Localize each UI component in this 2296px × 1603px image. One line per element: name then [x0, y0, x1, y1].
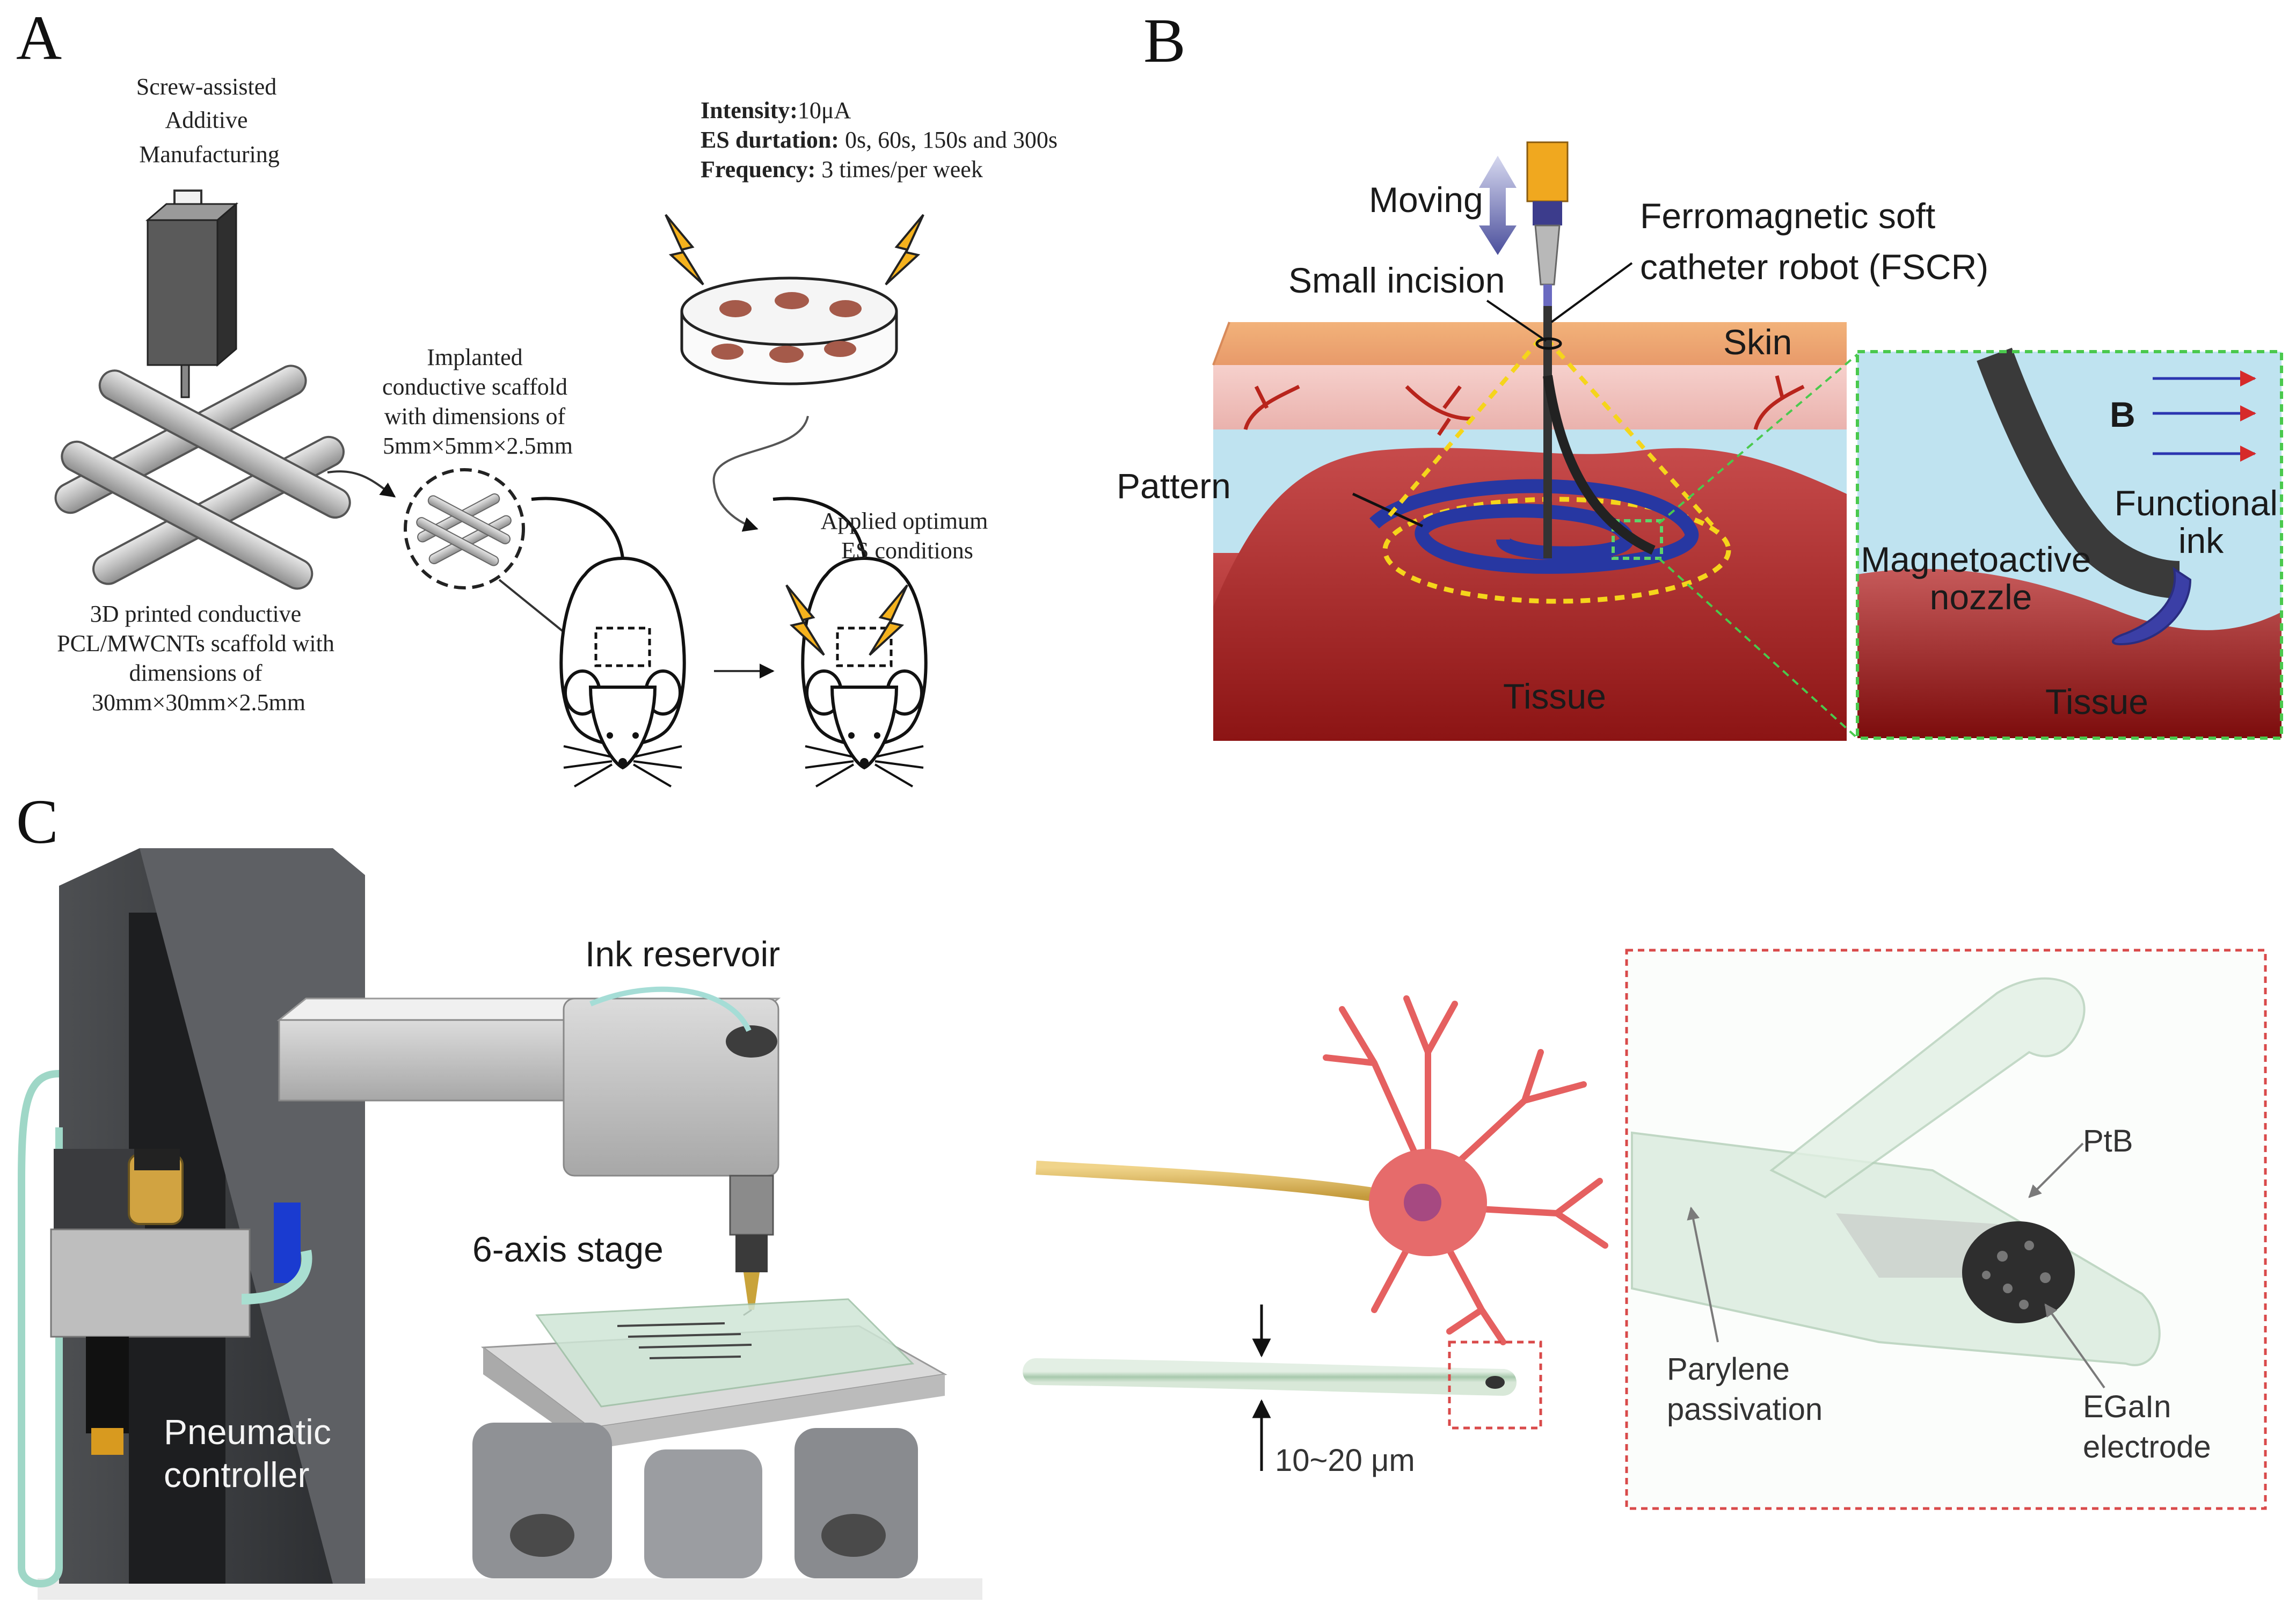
tissue-block: Skin Tissue — [1212, 322, 1847, 741]
mouse-implanted — [531, 498, 684, 786]
functional-ink-label: Functional ink — [2115, 483, 2288, 560]
ptb-texture — [1982, 1241, 2051, 1309]
petri-dish — [665, 214, 924, 385]
bolt-icon — [665, 214, 704, 286]
arrow-dish-to-mouse — [712, 416, 809, 532]
nozzle-inset: B Functional ink Magnetoactive nozzle Ti… — [1856, 347, 2288, 740]
implanted-scaffold-label: Implanted conductive scaffold with dimen… — [382, 344, 573, 459]
printer-rig — [18, 848, 982, 1600]
bolt-icon — [885, 214, 924, 286]
applied-es-label: Applied optimum ES conditions — [821, 508, 994, 564]
pattern-leader — [1352, 492, 1424, 528]
egain-pointer — [2044, 1303, 2105, 1389]
panel-a-letter: A — [16, 3, 62, 73]
arrow-to-implant — [327, 470, 396, 498]
neuron-fiber — [1023, 995, 1608, 1471]
view-cone — [1383, 337, 1719, 533]
panel-c-letter: C — [16, 786, 59, 857]
parylene-pointer — [1687, 1206, 1719, 1343]
fscr-label: Ferromagnetic soft catheter robot (FSCR) — [1640, 196, 1988, 287]
moving-label: Moving — [1369, 180, 1483, 220]
cells — [711, 292, 862, 363]
panel-c: C — [16, 786, 2267, 1600]
svg-text:ES durtation: 0s, 60s, 150s an: ES durtation: 0s, 60s, 150s and 300s — [701, 127, 1058, 153]
ptb-pointer — [2028, 1142, 2084, 1198]
small-incision-label: Small incision — [1288, 260, 1505, 300]
pneumatic-controller-label: Pneumatic controller — [164, 1412, 341, 1495]
egain-label: EGaIn electrode — [2083, 1389, 2211, 1464]
implanted-scaffold-circle — [404, 468, 525, 589]
es-parameters: Intensity:10μA ES durtation: 0s, 60s, 15… — [701, 97, 1058, 183]
incision-leader — [1486, 300, 1547, 342]
svg-text:Frequency: 3 times/per week: Frequency: 3 times/per week — [701, 156, 983, 183]
six-axis-stage-label: 6-axis stage — [472, 1229, 664, 1269]
thickness-label: 10~20 μm — [1275, 1443, 1415, 1478]
screw-title: Screw-assisted Additive Manufacturing — [136, 74, 283, 167]
moving-arrow — [1479, 156, 1517, 255]
ptb-label: PtB — [2083, 1124, 2133, 1158]
magnetic-field-label: B — [2110, 395, 2135, 434]
extruder-head — [145, 190, 239, 398]
fscr-leader — [1550, 262, 1633, 323]
tissue-label-right: Tissue — [2045, 682, 2148, 722]
magnetic-field-arrows — [2153, 370, 2256, 462]
pattern-label: Pattern — [1117, 466, 1231, 506]
printed-scaffold-label: 3D printed conductive PCL/MWCNTs scaffol… — [57, 601, 340, 716]
skin-label: Skin — [1723, 322, 1792, 362]
svg-text:Intensity:10μA: Intensity:10μA — [701, 97, 851, 123]
parylene-label: Parylene passivation — [1667, 1352, 1823, 1427]
ink-reservoir-label: Ink reservoir — [585, 934, 780, 974]
panel-a: A Screw-assisted Additive Manufacturing — [16, 3, 1058, 786]
magnetoactive-nozzle-label: Magnetoactive nozzle — [1861, 540, 2101, 617]
blood-vessels — [1243, 375, 1805, 436]
catheter-robot — [1479, 141, 1656, 558]
zoom-lines — [1658, 353, 1858, 739]
scaffold-grid — [54, 365, 351, 590]
electrode-inset — [1625, 949, 2267, 1510]
tissue-label-left: Tissue — [1503, 676, 1606, 716]
panel-b-letter: B — [1143, 5, 1186, 76]
panel-b: B Skin Tissue Pattern — [1117, 5, 2288, 741]
